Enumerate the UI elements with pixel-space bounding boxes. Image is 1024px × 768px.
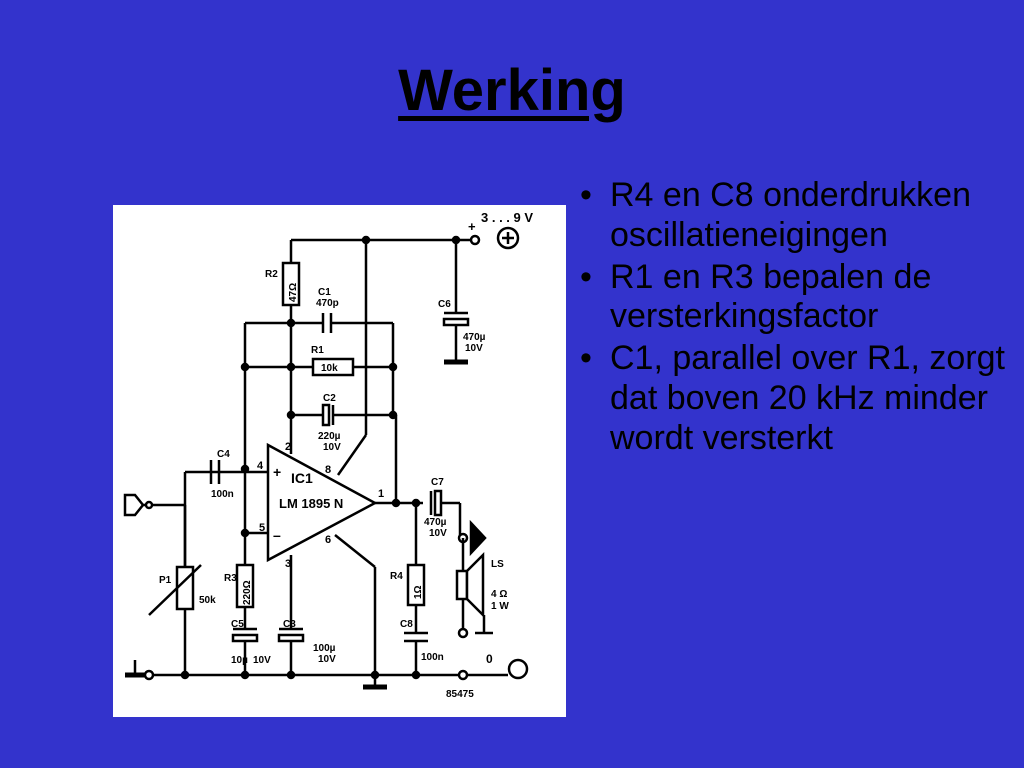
c3-name: C3: [283, 619, 296, 630]
c3-value: 100µ: [313, 643, 336, 654]
ic-name: IC1: [291, 470, 313, 486]
c8-value: 100n: [421, 652, 444, 663]
c2-value: 220µ: [318, 431, 341, 442]
c4-value: 100n: [211, 489, 234, 500]
ground-terminal-label: 0: [486, 652, 493, 666]
pin-3: 3: [285, 558, 291, 570]
pin-4: 4: [257, 460, 264, 472]
c5-value: 10µ: [231, 655, 248, 666]
c8-name: C8: [400, 619, 413, 630]
speaker-power: 1 W: [491, 601, 509, 612]
c7-value: 470µ: [424, 517, 447, 528]
bullet-item: C1, parallel over R1, zorgt dat boven 20…: [570, 339, 1020, 458]
slide-title: Werking: [398, 58, 626, 123]
pin-1: 1: [378, 488, 384, 500]
r2-value: 47Ω: [288, 283, 299, 302]
r3-name: R3: [224, 573, 237, 584]
pin-2: 2: [285, 441, 291, 453]
p1-value: 50k: [199, 595, 216, 606]
speaker-impedance: 4 Ω: [491, 589, 507, 600]
r1-value: 10k: [321, 363, 338, 374]
r4-value: 1Ω: [413, 585, 424, 599]
r1-name: R1: [311, 345, 324, 356]
r2-name: R2: [265, 269, 278, 280]
r4-name: R4: [390, 571, 403, 582]
c5-voltage: 10V: [253, 655, 271, 666]
pin-6: 6: [325, 534, 331, 546]
c2-name: C2: [323, 393, 336, 404]
c6-name: C6: [438, 299, 451, 310]
pin-8: 8: [325, 464, 331, 476]
c1-name: C1: [318, 287, 331, 298]
amplifier-schematic: 3 . . . 9 V + 0 IC1 LM 1895 N + – 1 2 3 …: [113, 205, 566, 717]
c7-voltage: 10V: [429, 528, 447, 539]
c6-voltage: 10V: [465, 343, 483, 354]
p1-name: P1: [159, 575, 172, 586]
pin-minus: –: [273, 527, 281, 543]
supply-plus-label: +: [468, 219, 476, 234]
c7-name: C7: [431, 477, 444, 488]
ic-type: LM 1895 N: [279, 496, 343, 511]
c3-voltage: 10V: [318, 654, 336, 665]
pin-plus: +: [273, 464, 281, 480]
r3-value: 220Ω: [242, 580, 253, 605]
supply-label: 3 . . . 9 V: [481, 210, 533, 225]
c1-value: 470p: [316, 298, 339, 309]
c4-name: C4: [217, 449, 230, 460]
bullet-item: R1 en R3 bepalen de versterkingsfactor: [570, 258, 1020, 338]
pin-5: 5: [259, 522, 265, 534]
c6-value: 470µ: [463, 332, 486, 343]
bullet-list: R4 en C8 onderdrukken oscillatieneiginge…: [570, 176, 1020, 460]
bullet-item: R4 en C8 onderdrukken oscillatieneiginge…: [570, 176, 1020, 256]
c5-name: C5: [231, 619, 244, 630]
circuit-diagram: 3 . . . 9 V + 0 IC1 LM 1895 N + – 1 2 3 …: [123, 210, 533, 700]
c2-voltage: 10V: [323, 442, 341, 453]
speaker-name: LS: [491, 559, 504, 570]
schematic-code: 85475: [446, 689, 474, 700]
